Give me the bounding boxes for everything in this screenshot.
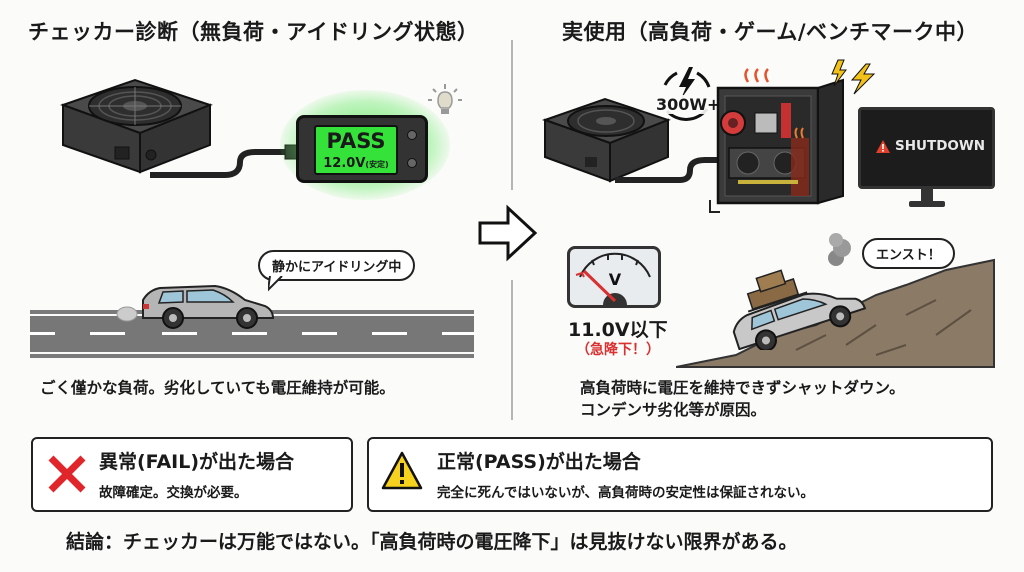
lightning-bolt-icon: [679, 67, 695, 99]
panel-divider-bottom: [511, 280, 513, 420]
stall-speech-bubble: エンスト！: [862, 238, 955, 269]
checker-button-top[interactable]: [407, 130, 417, 140]
gauge-note: （急降下！）: [576, 342, 660, 358]
checker-screen: PASS 12.0V(安定): [314, 125, 398, 175]
power-supply-unit-icon-right: [541, 97, 671, 183]
conclusion-text: 結論：チェッカーは万能ではない。「高負荷時の電圧降下」は見抜けない限界がある。: [66, 531, 798, 553]
cross-icon: [48, 455, 86, 493]
checker-button-bottom[interactable]: [407, 158, 417, 168]
pass-box-title: 正常(PASS)が出た場合: [437, 451, 641, 473]
fail-box-description: 故障確定。交換が必要。: [99, 485, 248, 501]
shutdown-message: SHUTDOWN: [895, 138, 986, 154]
warning-icon: [876, 139, 890, 153]
checker-status: PASS: [326, 129, 386, 153]
pc-case-icon: [716, 68, 844, 205]
smoke-icon: [828, 233, 851, 266]
monitor-stand: [909, 189, 945, 207]
right-panel-title: 実使用（高負荷・ゲーム/ベンチマーク中）: [562, 20, 979, 44]
power-cable-right: [615, 157, 720, 213]
electric-spark-icon: [831, 59, 876, 95]
panel-divider-top: [511, 40, 513, 190]
suv-stalling-icon: [732, 269, 867, 350]
left-caption: ごく僅かな負荷。劣化していても電圧維持が可能。: [40, 379, 395, 397]
gauge-reading: 11.0V以下: [568, 319, 668, 341]
right-caption-line-1: 高負荷時に電圧を維持できずシャットダウン。: [580, 379, 905, 397]
voltmeter-gauge: V: [567, 246, 661, 308]
fail-box-title: 異常(FAIL)が出た場合: [99, 451, 295, 473]
checker-voltage-note: (安定): [365, 160, 389, 169]
left-panel-title: チェッカー診断（無負荷・アイドリング状態）: [28, 20, 479, 44]
idle-speech-bubble: 静かにアイドリング中: [258, 250, 416, 281]
checker-voltage: 12.0V: [323, 156, 366, 171]
pass-result-box: 正常(PASS)が出た場合 完全に死んではいないが、高負荷時の安定性は保証されな…: [367, 437, 993, 512]
bubble-tail: [268, 276, 283, 292]
transition-arrow-icon: [478, 204, 538, 262]
warning-icon: [381, 451, 423, 490]
right-caption-line-2: コンデンサ劣化等が原因。: [580, 401, 767, 419]
lightbulb-icon: [428, 84, 462, 114]
monitor: SHUTDOWN: [858, 107, 995, 189]
power-draw-label: 300W+: [656, 95, 721, 114]
gauge-unit: V: [609, 270, 622, 289]
fail-result-box: 異常(FAIL)が出た場合 故障確定。交換が必要。: [31, 437, 353, 512]
pass-box-description: 完全に死んではいないが、高負荷時の安定性は保証されない。: [437, 485, 815, 501]
suv-idling-icon: [116, 284, 275, 329]
psu-checker-device: PASS 12.0V(安定): [296, 115, 428, 183]
power-supply-unit-icon: [60, 78, 213, 174]
